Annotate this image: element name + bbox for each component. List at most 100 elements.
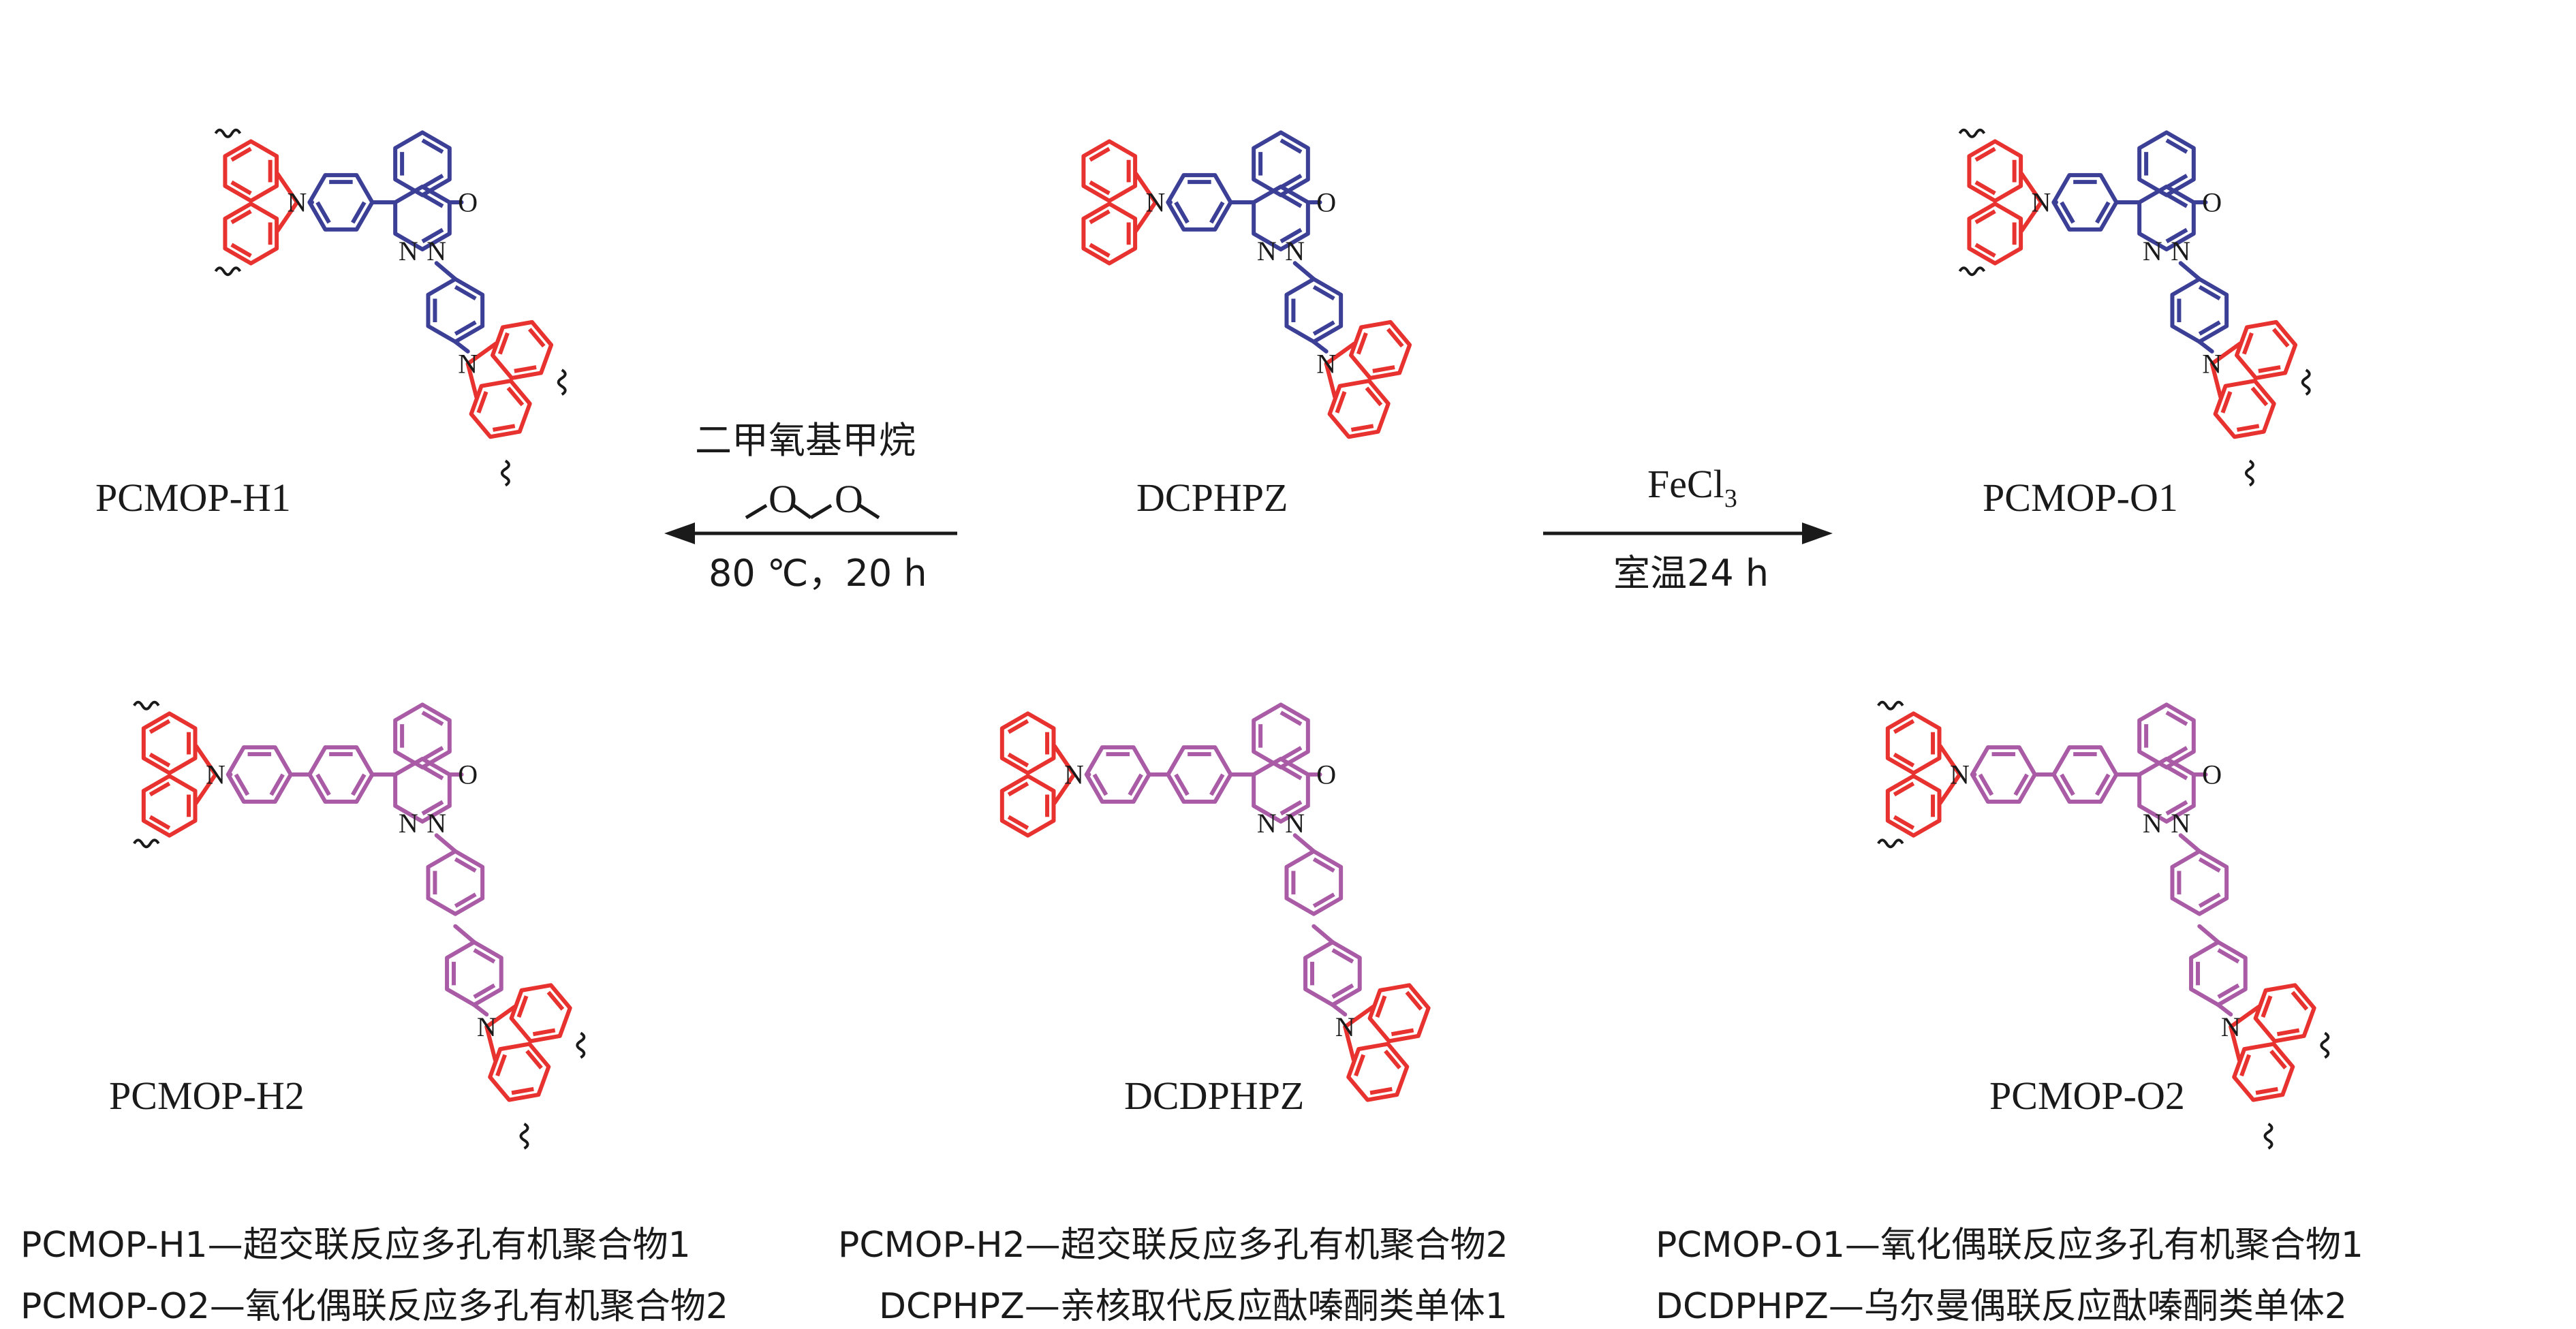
pcmop-o1-left-carbazole-ring-b xyxy=(1967,202,2023,266)
pcmop-o2-left-carbazole-nitrogen: N xyxy=(1950,760,1970,790)
legend-pcmop-o1: PCMOP-O1—氧化偶联反应多孔有机聚合物1 xyxy=(1656,1225,2363,1266)
pcmop-h2-squiggle-3 xyxy=(576,1031,586,1059)
reagent-fecl3: FeCl3 xyxy=(1647,462,1737,513)
dcdphpz-left-phenyl-1 xyxy=(1166,745,1233,804)
pcmop-h1-diazine-n1: N xyxy=(399,236,418,266)
pcmop-o2-diazine-n2: N xyxy=(2171,808,2190,839)
pcmop-h2-squiggle-2 xyxy=(133,839,160,849)
pcmop-h2-carbonyl-oxygen: O xyxy=(458,760,478,790)
pcmop-h1-right-n-link xyxy=(453,339,470,354)
dcdphpz-left-carbazole-nitrogen: N xyxy=(1064,760,1084,790)
pcmop-o2-diazine-n1: N xyxy=(2143,808,2162,839)
pcmop-o2-squiggle-2 xyxy=(1877,839,1904,849)
arrow-left-head xyxy=(664,522,695,544)
dcdphpz-right-phenyl-1 xyxy=(1284,849,1344,916)
molecule-drawings xyxy=(133,128,2330,1150)
dcdphpz-left-phenyl-2 xyxy=(1084,745,1151,804)
dcphpz-right-carbazole-n-bond-b xyxy=(1324,341,1356,366)
dcdphpz-left-carbazole-ring-b xyxy=(999,774,1056,838)
pcmop-h2-left-phenyl-1 xyxy=(307,745,375,804)
reagent-dimethoxymethane: 二甲氧基甲烷 xyxy=(695,419,916,462)
pcmop-o2-left-phenyl-2 xyxy=(1970,745,2037,804)
pcmop-o1-squiggle-3 xyxy=(2301,369,2311,396)
pcmop-o1-right-carbazole-nitrogen: N xyxy=(2202,348,2222,379)
pcmop-h1-squiggle-1 xyxy=(214,128,242,138)
pcmop-o1-right-carbazole-ring-b xyxy=(2235,319,2298,381)
pcmop-h2-squiggle-4 xyxy=(519,1123,529,1150)
pcmop-o2-chain-link-1 xyxy=(2178,833,2202,854)
label-dcphpz: DCPHPZ xyxy=(1136,475,1288,520)
pcmop-o2-right-carbazole-n-bond-b xyxy=(2229,1005,2261,1029)
dcphpz-left-carbazole-ring-b xyxy=(1081,202,1138,266)
pcmop-o1-left-phenyl-1 xyxy=(2051,173,2119,232)
dcphpz-right-carbazole-n-bond-a xyxy=(1324,361,1337,399)
pcmop-h2-right-carbazole-n-bond-a xyxy=(484,1025,497,1063)
pcmop-o1-diazine-n1: N xyxy=(2143,236,2162,266)
pcmop-o1-carbonyl-oxygen: O xyxy=(2202,187,2222,218)
dcphpz-left-phenyl-1 xyxy=(1166,173,1233,232)
pcmop-h1-squiggle-2 xyxy=(214,266,242,277)
dcdphpz-right-phenyl-2 xyxy=(1303,940,1362,1007)
pcmop-o2-right-n-link xyxy=(2216,1003,2233,1017)
pcmop-h2-right-carbazole-ring-b xyxy=(509,983,572,1044)
dcdphpz-right-carbazole-ring-a xyxy=(1346,1042,1410,1102)
pcmop-o1-squiggle-1 xyxy=(1958,128,1986,138)
pcmop-h2-right-carbazole-nitrogen: N xyxy=(477,1012,497,1042)
pcmop-o1-squiggle-2 xyxy=(1958,266,1986,277)
pcmop-o2-left-carbazole-n-bond-b xyxy=(1938,772,1962,805)
dcphpz-right-n-link xyxy=(1312,339,1329,354)
pcmop-h2-right-phenyl-2 xyxy=(445,940,503,1007)
structure-oxygen-1: O xyxy=(769,477,797,521)
pcmop-h1-left-carbazole-nitrogen: N xyxy=(288,187,307,218)
pcmop-o1-squiggle-4 xyxy=(2244,459,2254,487)
pcmop-h2-chain-link-2 xyxy=(453,924,476,945)
pcmop-o2-squiggle-4 xyxy=(2263,1123,2274,1150)
dcdphpz-diazine-n2: N xyxy=(1285,808,1305,839)
dcdphpz-left-carbazole-ring-a xyxy=(999,711,1056,775)
pcmop-o2-right-carbazole-n-bond-a xyxy=(2229,1025,2241,1063)
pcmop-o1-right-phenyl-1 xyxy=(2170,277,2229,344)
dcdphpz-carbonyl-oxygen: O xyxy=(1316,760,1336,790)
dcphpz-right-carbazole-ring-a xyxy=(1327,379,1391,439)
pcmop-h2-left-carbazole-ring-b xyxy=(141,774,198,838)
label-pcmop-o1: PCMOP-O1 xyxy=(1983,475,2178,520)
pcmop-o2-chain-link-2 xyxy=(2197,924,2220,945)
label-pcmop-o2: PCMOP-O2 xyxy=(1989,1074,2185,1118)
pcmop-h1-left-carbazole-ring-b xyxy=(223,202,279,266)
pcmop-h2-diazine-n1: N xyxy=(399,808,418,839)
conditions-left: 80 ℃，20 h xyxy=(709,552,927,595)
dcphpz-carbonyl-oxygen: O xyxy=(1316,187,1336,218)
legend-pcmop-o2: PCMOP-O2—氧化偶联反应多孔有机聚合物2 xyxy=(20,1286,728,1327)
pcmop-o2-left-carbazole-n-bond-a xyxy=(1938,744,1962,777)
legend-pcmop-h2: PCMOP-H2—超交联反应多孔有机聚合物2 xyxy=(838,1225,1508,1266)
pcmop-h1-chain-link-1 xyxy=(434,261,458,281)
pcmop-h2-right-n-link xyxy=(471,1003,489,1017)
pcmop-h2-right-phenyl-1 xyxy=(426,849,485,916)
pcmop-o1-chain-link-1 xyxy=(2178,261,2202,281)
dcdphpz-chain-link-1 xyxy=(1292,833,1316,854)
dcphpz-right-phenyl-1 xyxy=(1284,277,1344,344)
pcmop-h2-diazine-n2: N xyxy=(426,808,446,839)
pcmop-h1-right-carbazole-n-bond-a xyxy=(465,361,479,399)
legend-dcdphpz: DCDPHPZ—乌尔曼偶联反应酞嗪酮类单体2 xyxy=(1656,1286,2347,1327)
dcphpz-diazine-n1: N xyxy=(1257,236,1277,266)
abbreviation-legend: PCMOP-H1—超交联反应多孔有机聚合物1 PCMOP-H2—超交联反应多孔有… xyxy=(20,1225,2363,1327)
pcmop-o1-left-carbazole-n-bond-a xyxy=(2019,172,2043,204)
pcmop-o2-left-carbazole-ring-a xyxy=(1885,711,1942,775)
pcmop-h2-left-carbazole-nitrogen: N xyxy=(206,760,226,790)
label-pcmop-h1: PCMOP-H1 xyxy=(95,475,291,520)
dcdphpz-chain-link-2 xyxy=(1312,924,1335,945)
dcdphpz-right-carbazole-n-bond-b xyxy=(1343,1005,1376,1029)
pcmop-o1-right-n-link xyxy=(2197,339,2214,354)
legend-dcphpz: DCPHPZ—亲核取代反应酞嗪酮类单体1 xyxy=(879,1286,1508,1327)
pcmop-o2-right-phenyl-2 xyxy=(2189,940,2248,1007)
structure-oxygen-2: O xyxy=(835,477,863,521)
pcmop-h2-left-carbazole-n-bond-b xyxy=(193,772,218,805)
legend-pcmop-h1: PCMOP-H1—超交联反应多孔有机聚合物1 xyxy=(20,1225,691,1266)
dcphpz-left-carbazole-n-bond-b xyxy=(1134,200,1158,233)
pcmop-o2-left-phenyl-1 xyxy=(2051,745,2119,804)
label-dcdphpz: DCDPHPZ xyxy=(1124,1074,1304,1118)
pcmop-o2-right-carbazole-nitrogen: N xyxy=(2221,1012,2241,1042)
